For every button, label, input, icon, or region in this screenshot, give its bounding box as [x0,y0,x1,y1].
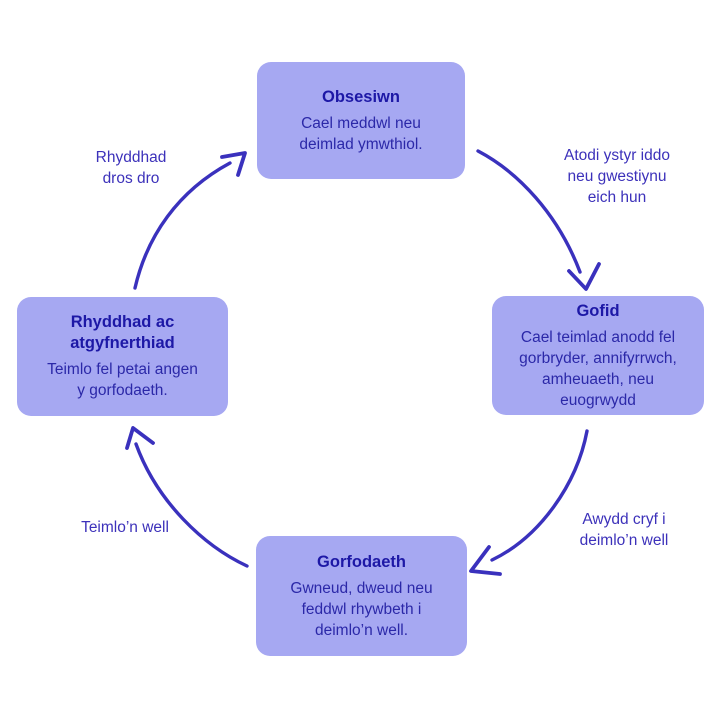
box-gorfodaeth-body: Gwneud, dweud neu feddwl rhywbeth i deim… [290,579,433,639]
box-obsesiwn: Obsesiwn Cael meddwl neu deimlad ymwthio… [257,62,465,179]
box-obsesiwn-body: Cael meddwl neu deimlad ymwthiol. [299,114,423,153]
arrow-rhyddhad-to-obsesiwn [133,151,247,290]
box-gorfodaeth: Gorfodaeth Gwneud, dweud neu feddwl rhyw… [256,536,467,656]
box-rhyddhad-title: Rhyddhad ac atgyfnerthiad [70,313,175,352]
box-gofid: Gofid Cael teimlad anodd fel gorbryder, … [492,296,704,415]
box-gofid-title: Gofid [576,301,620,320]
label-rhyddhad-dros-dro: Rhyddhad dros dro [95,149,167,187]
label-teimlon-well: Teimlo’n well [81,519,169,536]
label-awydd-cryf: Awydd cryf i deimlo’n well [579,511,669,549]
label-atodi-ystyr: Atodi ystyr iddo neu gwestiynu eich hun [564,147,670,206]
box-gofid-body: Cael teimlad anodd fel gorbryder, annify… [519,328,677,409]
box-gorfodaeth-title: Gorfodaeth [317,552,406,571]
arrow-gofid-to-gorfodaeth [469,429,589,576]
box-rhyddhad-ac-atgyfnerthiad: Rhyddhad ac atgyfnerthiad Teimlo fel pet… [17,297,228,416]
arrow-gorfodaeth-to-rhyddhad [125,426,249,568]
box-obsesiwn-title: Obsesiwn [322,87,400,106]
arrow-obsesiwn-to-gofid [476,149,601,291]
box-rhyddhad-body: Teimlo fel petai angen y gorfodaeth. [47,361,198,399]
